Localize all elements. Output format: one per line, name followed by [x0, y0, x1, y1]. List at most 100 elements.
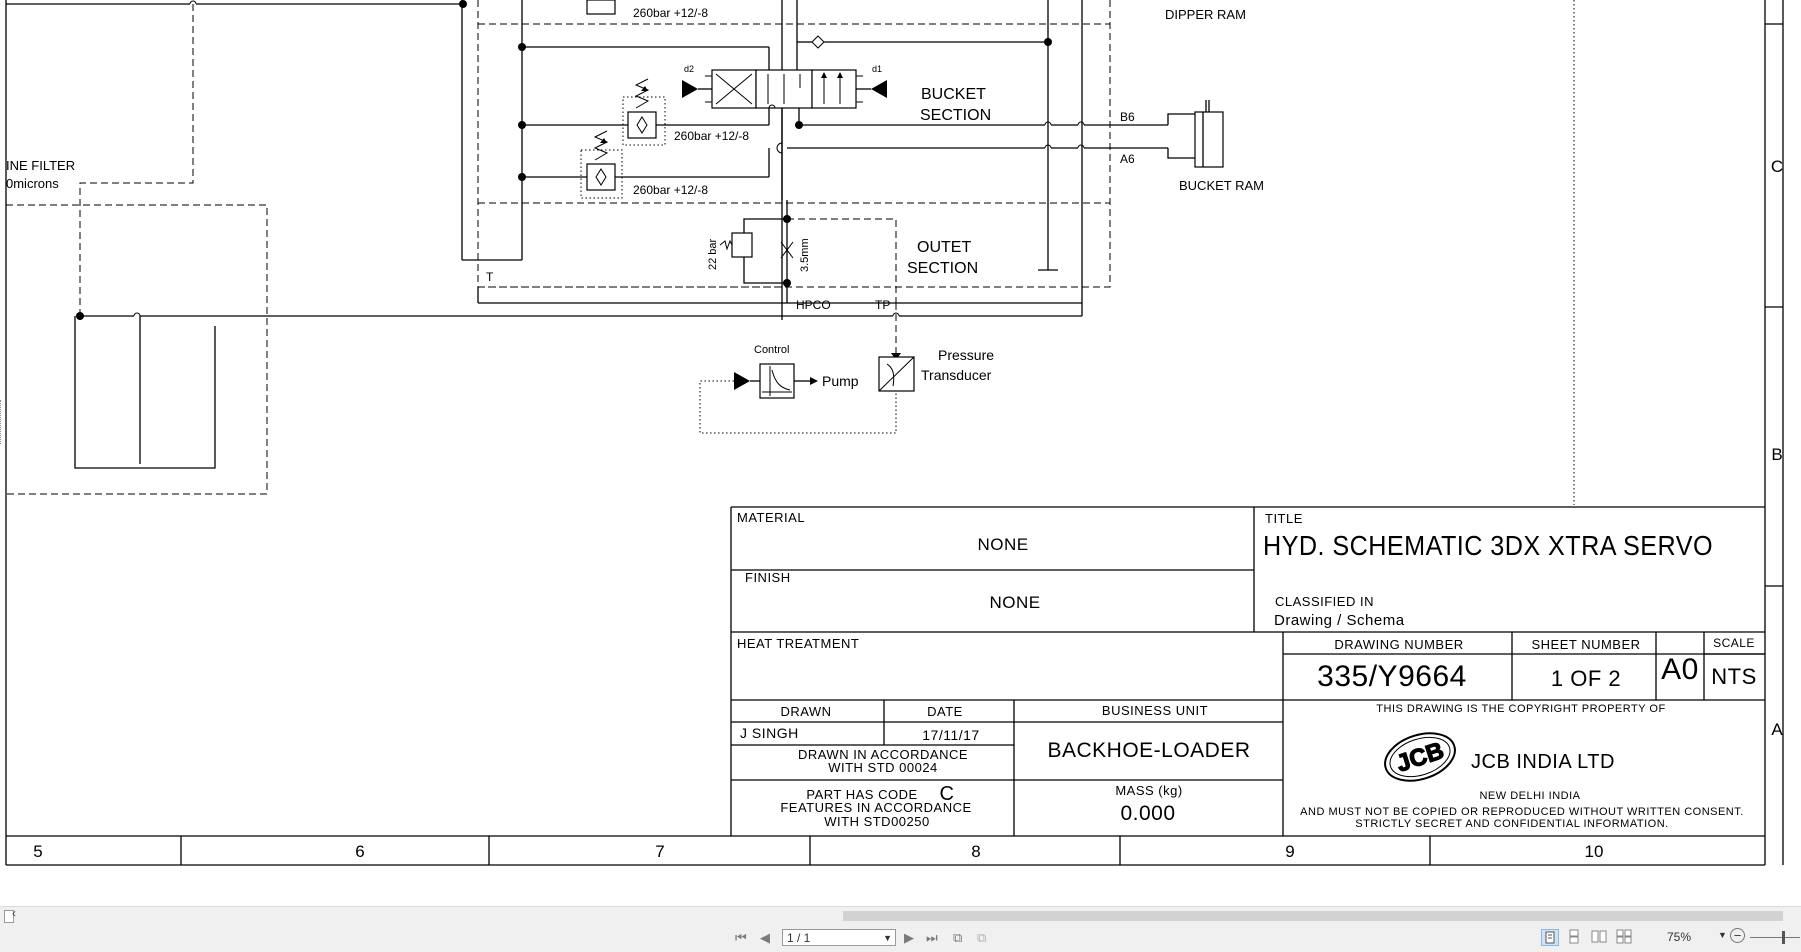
zoom-level: 75% — [1667, 930, 1692, 944]
previous-page-icon[interactable]: ◀ — [760, 930, 770, 945]
left-gutter-marker — [0, 400, 4, 444]
zoom-minus-icon[interactable]: − — [1730, 928, 1745, 943]
orifice-label: 3.5mm — [799, 238, 811, 272]
relief-valve-1-label: 260bar +12/-8 — [633, 6, 708, 20]
zoom-dropdown-icon[interactable]: ▼ — [1718, 930, 1727, 940]
relief-valve-2-label: 260bar +12/-8 — [674, 129, 749, 143]
copyright-line-2: AND MUST NOT BE COPIED OR REPRODUCED WIT… — [1300, 806, 1744, 818]
mass-value: 0.000 — [1120, 802, 1175, 825]
part-code-letter: C — [940, 783, 955, 805]
control-label: Control — [754, 344, 789, 356]
horizontal-scroll-thumb[interactable] — [843, 911, 1783, 921]
continuous-view-button[interactable] — [1566, 929, 1584, 946]
company-name: JCB INDIA LTD — [1471, 751, 1615, 773]
sheet-size-value: A0 — [1661, 653, 1699, 686]
material-label: MATERIAL — [737, 510, 805, 525]
pump-label: Pump — [822, 373, 859, 389]
drawing-number-label: DRAWING NUMBER — [1334, 637, 1463, 652]
zoom-slider-thumb[interactable] — [1782, 931, 1785, 944]
bucket-ram-label: BUCKET RAM — [1179, 178, 1264, 193]
drawn-value: J SINGH — [740, 725, 799, 741]
title-block: MATERIAL NONE FINISH NONE TITLE HYD. SCH… — [730, 506, 1765, 836]
company-location: NEW DELHI INDIA — [1479, 790, 1580, 802]
bucket-section-label-2: SECTION — [920, 107, 991, 124]
scroll-corner-icon — [4, 910, 14, 923]
classified-label: CLASSIFIED IN — [1275, 594, 1374, 609]
classified-value: Drawing / Schema — [1274, 612, 1405, 629]
zoom-slider-track[interactable] — [1750, 937, 1800, 938]
two-page-view-button[interactable] — [1591, 929, 1609, 946]
port-a6-label: A6 — [1120, 152, 1135, 166]
line-filter-rating: 0microns — [6, 176, 59, 191]
copy-view-icon[interactable]: ⧉ — [953, 930, 963, 945]
heat-treatment-label: HEAT TREATMENT — [737, 636, 859, 651]
bucket-section-label: BUCKET — [921, 86, 986, 103]
drawing-title: HYD. SCHEMATIC 3DX XTRA SERVO — [1263, 530, 1713, 561]
zone-row-a: A — [1771, 720, 1783, 739]
copyright-line-3: STRICTLY SECRET AND CONFIDENTIAL INFORMA… — [1355, 818, 1668, 830]
part-code-line-2: FEATURES IN ACCORDANCE — [780, 800, 971, 815]
scale-label: SCALE — [1713, 636, 1755, 650]
zone-col-6: 6 — [355, 842, 364, 861]
zone-col-9: 9 — [1285, 842, 1294, 861]
port-b6-label: B6 — [1120, 110, 1135, 124]
zone-col-5: 5 — [33, 842, 42, 861]
line-filter-label: INE FILTER — [6, 158, 75, 173]
continuous-page-icon — [1569, 929, 1579, 944]
first-page-icon[interactable]: ⏮ — [735, 930, 747, 945]
schematic-drawing: 5 6 7 8 9 10 C B A INE FILTER 0microns T… — [5, 0, 1784, 866]
material-value: NONE — [977, 535, 1028, 554]
relief-valve-3-label: 260bar +12/-8 — [633, 183, 708, 197]
outlet-section-label-2: SECTION — [907, 260, 978, 277]
zone-col-7: 7 — [655, 842, 664, 861]
copyright-line-1: THIS DRAWING IS THE COPYRIGHT PROPERTY O… — [1376, 703, 1665, 715]
title-label: TITLE — [1265, 511, 1303, 526]
paste-view-icon[interactable]: ⧉ — [977, 930, 987, 945]
business-unit-label: BUSINESS UNIT — [1102, 703, 1208, 718]
pilot-d2-label: d2 — [684, 64, 694, 74]
dropdown-icon[interactable]: ▼ — [883, 933, 892, 943]
zone-row-c: C — [1771, 157, 1783, 176]
zone-col-10: 10 — [1585, 842, 1604, 861]
business-unit-value: BACKHOE-LOADER — [1047, 739, 1250, 762]
drawing-number-value: 335/Y9664 — [1317, 660, 1467, 693]
outlet-section-label: OUTET — [917, 239, 971, 256]
date-value: 17/11/17 — [922, 727, 979, 743]
relief-22bar-label: 22 bar — [707, 238, 719, 270]
mass-label: MASS (kg) — [1115, 783, 1182, 798]
accordance-line-2: WITH STD 00024 — [828, 760, 938, 775]
finish-label: FINISH — [745, 570, 791, 585]
horizontal-scrollbar[interactable]: ‹ — [0, 906, 1801, 925]
company-logo: JCB — [1384, 732, 1456, 782]
date-label: DATE — [927, 704, 963, 719]
dipper-ram-label: DIPPER RAM — [1165, 7, 1246, 22]
page-number-value: 1 / 1 — [787, 931, 811, 945]
drawn-label: DRAWN — [780, 704, 831, 719]
zone-col-8: 8 — [971, 842, 980, 861]
pressure-transducer-label: Pressure — [938, 347, 994, 363]
pressure-transducer-label-2: Transducer — [921, 367, 992, 383]
finish-value: NONE — [989, 593, 1040, 612]
sheet-number-label: SHEET NUMBER — [1531, 637, 1640, 652]
last-page-icon[interactable]: ⏭ — [926, 930, 938, 945]
single-page-icon — [1545, 931, 1555, 944]
port-tp-label: TP — [875, 298, 890, 312]
two-page-continuous-view-button[interactable] — [1616, 929, 1634, 946]
status-bar: ⏮ ◀ 1 / 1 ▼ ▶ ⏭ ⧉ ⧉ 75% ▼ − — [0, 924, 1801, 952]
two-page-icon — [1591, 930, 1607, 943]
sheet-number-value: 1 OF 2 — [1551, 666, 1621, 691]
zone-row-b: B — [1771, 445, 1782, 464]
pilot-d1-label: d1 — [872, 64, 882, 74]
port-t-label: T — [486, 270, 494, 284]
scroll-left-icon[interactable]: ‹ — [12, 906, 16, 920]
document-viewport[interactable]: 5 6 7 8 9 10 C B A INE FILTER 0microns T… — [0, 0, 1801, 906]
single-page-view-button[interactable] — [1541, 929, 1559, 946]
page-number-field[interactable]: 1 / 1 ▼ — [782, 929, 896, 946]
port-hpco-label: HPCO — [796, 298, 831, 312]
next-page-icon[interactable]: ▶ — [904, 930, 914, 945]
accordance-line-1: DRAWN IN ACCORDANCE — [798, 747, 968, 762]
scale-value: NTS — [1711, 664, 1757, 689]
two-page-continuous-icon — [1616, 929, 1632, 944]
part-code-line-1: PART HAS CODE — [806, 787, 917, 802]
part-code-line-3: WITH STD00250 — [824, 814, 929, 829]
